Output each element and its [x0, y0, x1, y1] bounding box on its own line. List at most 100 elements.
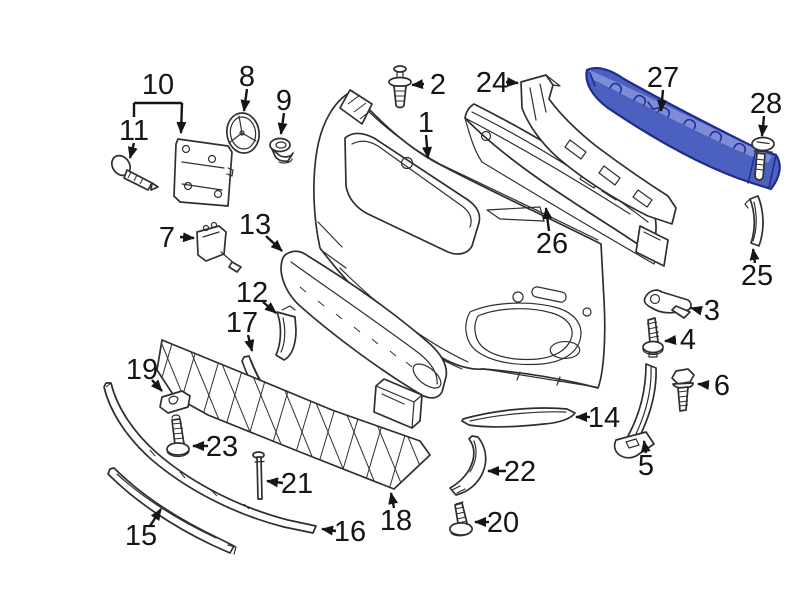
callout-18[interactable]: 18: [380, 492, 412, 537]
leader-line: [749, 248, 760, 264]
part-23-screw: [166, 414, 190, 458]
callout-2[interactable]: 2: [411, 69, 446, 101]
part-15-lower-molding: [107, 467, 237, 555]
leader-line: [640, 440, 651, 454]
callout-26[interactable]: 26: [536, 207, 568, 260]
callout-11[interactable]: 11: [119, 115, 149, 159]
part-number-label-9[interactable]: 9: [276, 85, 292, 117]
callout-1[interactable]: 1: [418, 107, 434, 159]
part-7-sensor-bracket: [196, 221, 242, 273]
part-number-label-5[interactable]: 5: [638, 450, 654, 482]
part-number-label-27[interactable]: 27: [647, 62, 679, 94]
callout-20[interactable]: 20: [474, 507, 519, 539]
callout-10[interactable]: 10: [132, 69, 187, 134]
callout-6[interactable]: 6: [697, 370, 730, 402]
part-2-push-rivet: [388, 65, 412, 109]
part-number-label-21[interactable]: 21: [281, 468, 313, 500]
leader-line: [262, 301, 277, 314]
part-24-mount-bracket: [520, 74, 677, 267]
part-number-label-15[interactable]: 15: [125, 520, 157, 552]
leader-line: [697, 380, 710, 390]
part-number-label-28[interactable]: 28: [750, 88, 782, 120]
leader-line: [244, 334, 255, 352]
callout-4[interactable]: 4: [664, 324, 696, 356]
part-number-label-25[interactable]: 25: [741, 260, 773, 292]
part-12-bracket: [275, 305, 297, 361]
part-number-label-20[interactable]: 20: [487, 507, 519, 539]
part-number-label-23[interactable]: 23: [206, 431, 238, 463]
callout-12[interactable]: 12: [236, 277, 277, 314]
callout-19[interactable]: 19: [126, 354, 163, 392]
leader-line: [179, 232, 195, 243]
leader-line: [265, 235, 283, 252]
part-number-label-1[interactable]: 1: [418, 107, 434, 139]
part-number-label-24[interactable]: 24: [476, 67, 508, 99]
part-number-label-22[interactable]: 22: [504, 456, 536, 488]
callout-3[interactable]: 3: [690, 295, 720, 327]
part-number-label-16[interactable]: 16: [334, 516, 366, 548]
part-number-label-17[interactable]: 17: [226, 307, 258, 339]
part-number-label-14[interactable]: 14: [588, 402, 620, 434]
callout-5[interactable]: 5: [638, 440, 654, 482]
part-11-screw: [110, 154, 159, 191]
part-20-screw: [449, 501, 473, 537]
part-number-label-3[interactable]: 3: [704, 295, 720, 327]
part-25-side-bracket: [744, 195, 764, 247]
leader-line: [411, 79, 425, 90]
part-number-label-11[interactable]: 11: [119, 115, 149, 147]
leader-line: [176, 102, 187, 134]
callout-14[interactable]: 14: [575, 402, 620, 434]
part-number-label-6[interactable]: 6: [714, 370, 730, 402]
callout-17[interactable]: 17: [226, 307, 258, 352]
callout-28[interactable]: 28: [750, 88, 782, 137]
callout-22[interactable]: 22: [487, 456, 536, 488]
leader-line: [128, 142, 138, 159]
part-4-screw: [642, 317, 664, 358]
part-number-label-13[interactable]: 13: [239, 209, 271, 241]
part-13-lower-grille: [280, 250, 448, 399]
part-number-label-18[interactable]: 18: [380, 505, 412, 537]
part-number-label-19[interactable]: 19: [126, 354, 158, 386]
part-3-clamp-bracket: [643, 289, 692, 319]
part-number-label-12[interactable]: 12: [236, 277, 268, 309]
part-28-screw: [751, 136, 775, 181]
part-number-label-26[interactable]: 26: [536, 228, 568, 260]
part-16-lower-molding: [103, 382, 317, 534]
callout-21[interactable]: 21: [266, 468, 313, 500]
part-5-corner-bracket: [613, 363, 657, 459]
callout-9[interactable]: 9: [276, 85, 292, 135]
part-number-label-2[interactable]: 2: [430, 69, 446, 101]
leader-line: [690, 305, 703, 316]
part-14-trim-strip: [461, 407, 576, 428]
part-number-label-10[interactable]: 10: [142, 69, 174, 101]
leader-line: [150, 379, 163, 392]
callout-7[interactable]: 7: [159, 222, 195, 254]
part-8-star-emblem: [226, 112, 260, 154]
leader-line: [388, 492, 399, 509]
part-number-label-7[interactable]: 7: [159, 222, 175, 254]
part-10-license-plate-bracket: [173, 138, 234, 207]
leader-line: [422, 134, 433, 159]
callout-13[interactable]: 13: [239, 209, 283, 252]
callout-8[interactable]: 8: [239, 61, 255, 112]
leader-line: [321, 525, 337, 536]
leader-line: [758, 115, 769, 137]
part-number-label-8[interactable]: 8: [239, 61, 255, 93]
callout-25[interactable]: 25: [741, 248, 773, 292]
callout-16[interactable]: 16: [321, 516, 366, 548]
leader-line: [277, 112, 288, 135]
callout-23[interactable]: 23: [192, 431, 238, 463]
callout-27[interactable]: 27: [647, 62, 679, 112]
part-6-bolt: [671, 368, 695, 412]
part-22-support-bracket: [449, 435, 487, 496]
leader-line: [657, 89, 668, 112]
part-19-clip: [159, 390, 191, 414]
callout-24[interactable]: 24: [476, 67, 519, 99]
part-number-label-4[interactable]: 4: [680, 324, 696, 356]
callout-15[interactable]: 15: [125, 508, 163, 552]
leader-line: [266, 477, 284, 488]
leader-line: [505, 77, 519, 88]
